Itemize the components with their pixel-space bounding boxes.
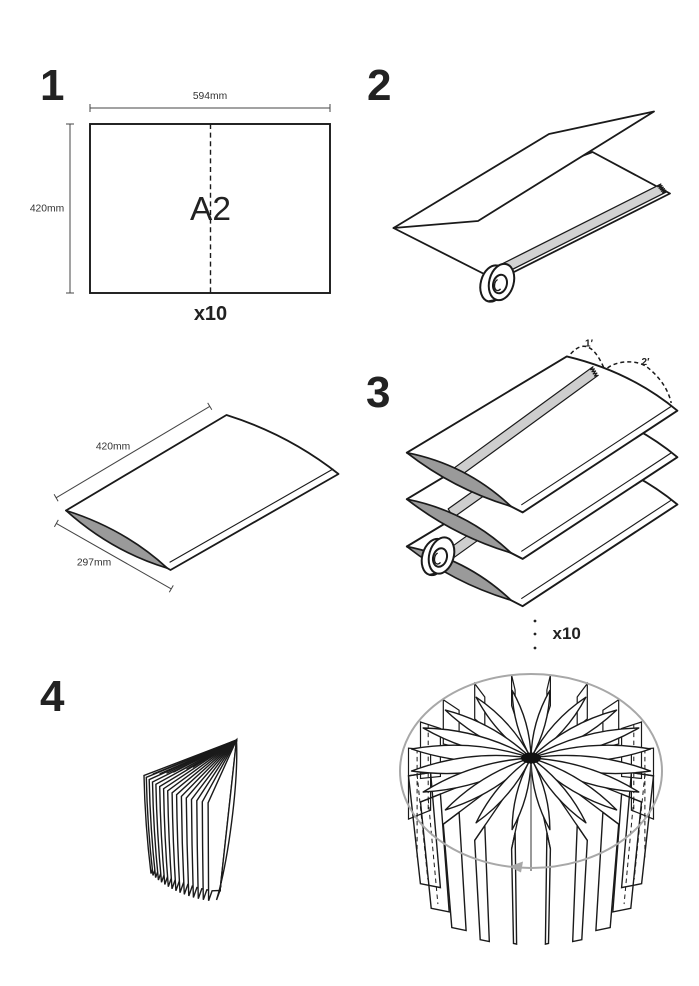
- svg-text:3: 3: [366, 368, 390, 417]
- svg-text:594mm: 594mm: [193, 91, 227, 102]
- svg-text:A2: A2: [190, 191, 231, 228]
- svg-text:x10: x10: [194, 303, 227, 325]
- svg-text:297mm: 297mm: [77, 558, 111, 569]
- svg-text:1′: 1′: [585, 339, 594, 350]
- svg-text:420mm: 420mm: [30, 204, 64, 215]
- svg-text:420mm: 420mm: [96, 442, 130, 453]
- svg-text:2′: 2′: [642, 357, 651, 368]
- svg-text:x10: x10: [553, 624, 581, 643]
- svg-text:2: 2: [367, 61, 391, 110]
- svg-text:1: 1: [40, 61, 64, 110]
- svg-text:4: 4: [40, 672, 65, 721]
